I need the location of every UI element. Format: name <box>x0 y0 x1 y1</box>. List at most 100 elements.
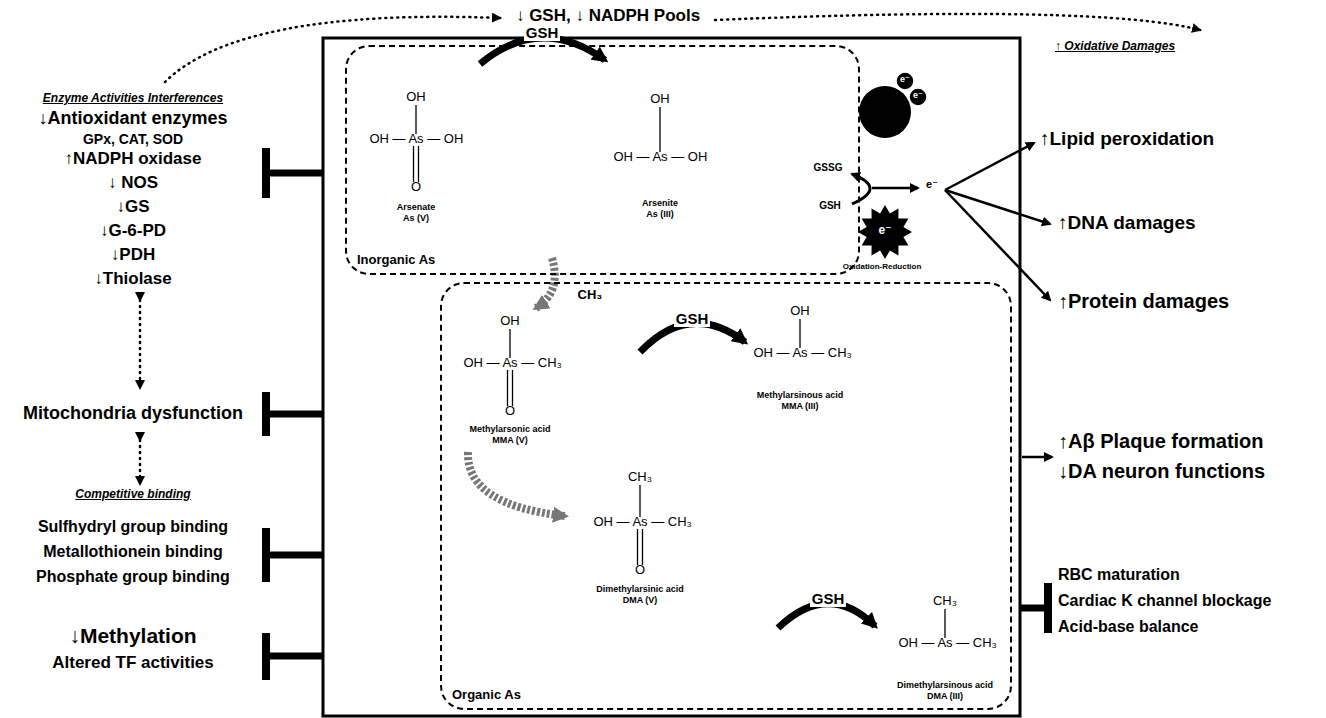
atom-label: CH₃ <box>933 594 957 609</box>
bar <box>266 653 323 660</box>
effect-item: Mitochondria dysfunction <box>23 403 243 424</box>
compound-name: Dimethylarsinic acid <box>596 584 684 594</box>
bond-lines <box>414 105 946 638</box>
dotted-arrow <box>165 17 500 82</box>
compound-name: Dimethylarsinous acid <box>897 680 993 690</box>
effect-item: ↑Aβ Plaque formation <box>1058 430 1264 453</box>
atom-label: OH <box>650 92 670 107</box>
bar <box>266 411 323 418</box>
reagent-label: CH₃ <box>576 288 605 303</box>
reduction-arrow <box>640 323 745 352</box>
structure-row: OH — As — CH₃ <box>753 346 851 361</box>
effect-item: ↓Methylation <box>69 624 196 648</box>
effect-arrow <box>945 143 1034 190</box>
inhibition-bar <box>266 148 1048 680</box>
compound-name: As (III) <box>646 209 674 219</box>
electron-label: e⁻ <box>900 74 910 84</box>
double-bond <box>642 529 643 565</box>
single-bond <box>415 105 416 134</box>
compound-name: Arsenate <box>397 202 436 212</box>
region-heading: Inorganic As <box>357 252 435 267</box>
effect-arrow <box>1022 456 1052 459</box>
electron-label: e⁻ <box>926 178 938 191</box>
electron-bubble <box>896 72 914 90</box>
double-bond <box>413 146 414 182</box>
compound-name: MMA (III) <box>781 401 818 411</box>
main-frame <box>323 38 1020 716</box>
structure-row: OH — As — OH <box>369 132 463 147</box>
electron-arrow <box>872 187 918 190</box>
compound-name: Methylarsinous acid <box>757 390 844 400</box>
effect-item: ↓Thiolase <box>94 269 171 289</box>
double-bond <box>512 370 513 406</box>
effect-item: ↓DA neuron functions <box>1058 460 1265 483</box>
effect-item: ↑Protein damages <box>1058 290 1229 313</box>
group-heading: Enzyme Activities Interferences <box>43 92 223 106</box>
group-heading: ↑ Oxidative Damages <box>1055 40 1175 54</box>
electron-label: e⁻ <box>878 224 891 238</box>
redox-label: GSSG <box>814 162 843 174</box>
star-shape <box>858 205 912 259</box>
single-bond <box>799 319 800 348</box>
dotted-arrow <box>715 14 1200 30</box>
effect-item: ↓PDH <box>111 245 155 265</box>
compound-name: As (V) <box>403 213 429 223</box>
effect-item: ↑NADPH oxidase <box>65 149 202 169</box>
double-bond <box>637 529 638 565</box>
atom-label: O <box>635 563 645 578</box>
single-bond <box>944 609 945 638</box>
compound-name: Arsenite <box>642 198 678 208</box>
electron-label: e⁻ <box>913 90 923 100</box>
effect-item: ↓GS <box>116 197 149 217</box>
electron-bubble <box>909 88 927 106</box>
atom-label: OH <box>790 304 810 319</box>
atom-label: CH₃ <box>628 470 652 485</box>
effect-item: GPx, CAT, SOD <box>83 131 183 147</box>
structure-row: OH — As — CH₃ <box>593 515 691 530</box>
dotted-double-arrow <box>139 440 142 484</box>
effect-item: Cardiac K channel blockage <box>1058 592 1271 610</box>
group-heading: Competitive binding <box>75 488 190 502</box>
reduction-arrow <box>480 38 605 64</box>
region-box: Inorganic As <box>345 45 860 275</box>
double-bond <box>507 370 508 406</box>
reagent-label: GSH <box>810 590 847 607</box>
single-bond <box>639 485 640 517</box>
compound-name: DMA (III) <box>927 691 963 701</box>
compound-name: MMA (V) <box>492 435 528 445</box>
region-heading: Organic As <box>452 687 521 702</box>
bar <box>266 170 323 177</box>
redox-label: GSH <box>819 200 841 212</box>
effect-item: RBC maturation <box>1058 566 1180 584</box>
effect-item: Sulfhydryl group binding <box>38 518 228 536</box>
effect-item: ↑DNA damages <box>1058 212 1196 234</box>
reagent-label: GSH <box>524 24 561 41</box>
structure-row: OH — As — OH <box>613 150 707 165</box>
effect-item: Altered TF activities <box>52 653 214 673</box>
reagent-label: GSH <box>674 310 711 327</box>
redox-arrow <box>852 174 870 204</box>
effect-item: ↑Lipid peroxidation <box>1040 128 1214 150</box>
compound-name: Methylarsonic acid <box>469 424 550 434</box>
double-bond <box>418 146 419 182</box>
atom-label: OH <box>406 90 426 105</box>
bar <box>266 552 323 559</box>
structure-row: OH — As — CH₃ <box>463 356 561 371</box>
structure-row: OH — As — CH₃ <box>898 636 996 651</box>
bar <box>1020 605 1048 612</box>
effect-item: ↓G-6-PD <box>100 221 166 241</box>
pool-note: ↓ GSH, ↓ NADPH Pools <box>516 6 700 26</box>
atom-label: OH <box>500 314 520 329</box>
atom-label: O <box>505 404 515 419</box>
single-bond <box>509 329 510 358</box>
radical-circle <box>859 86 911 138</box>
effect-item: Acid-base balance <box>1058 618 1199 636</box>
atom-label: O <box>411 180 421 195</box>
effect-item: ↓ NOS <box>108 173 158 193</box>
compound-name: DMA (V) <box>623 595 658 605</box>
caption-label: Oxidation-Reduction <box>843 262 922 271</box>
radical-star <box>858 205 912 259</box>
